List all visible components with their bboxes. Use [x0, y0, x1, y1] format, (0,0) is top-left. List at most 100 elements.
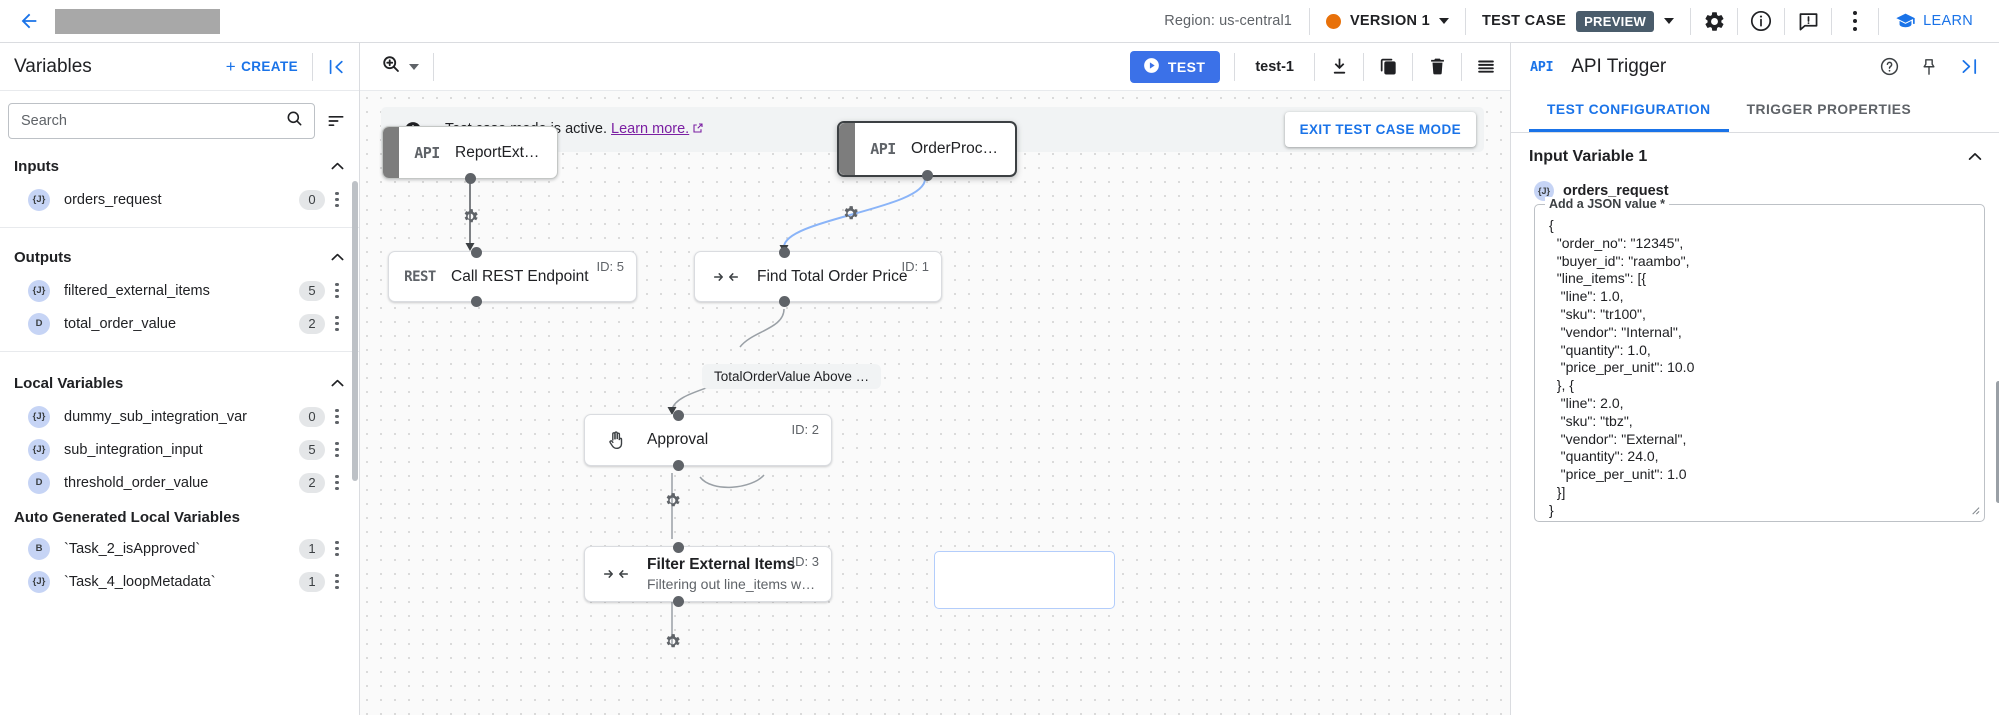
panel-body: Input Variable 1 {J} orders_request Add …	[1511, 133, 1999, 715]
zoom-control[interactable]	[374, 53, 433, 80]
panel-title: API Trigger	[1571, 55, 1667, 77]
list-item[interactable]: D threshold_order_value 2	[0, 466, 359, 499]
scrollbar-thumb[interactable]	[352, 181, 358, 481]
api-trigger-icon: API	[414, 143, 440, 162]
help-circle-icon[interactable]	[1869, 45, 1909, 89]
variable-type-icon: {J}	[28, 188, 50, 211]
test-case-selector[interactable]: TEST CASE PREVIEW	[1466, 10, 1690, 32]
node-input-port[interactable]	[673, 409, 684, 421]
variable-type-icon: D	[28, 312, 50, 335]
variable-count-badge: 0	[299, 189, 325, 210]
edge-config-gear-icon[interactable]	[662, 490, 682, 510]
section-header-inputs[interactable]: Inputs	[0, 149, 359, 183]
chevron-down-icon	[409, 63, 419, 70]
workflow-canvas[interactable]: Test case mode is active. Learn more. EX…	[360, 91, 1510, 715]
list-item[interactable]: B `Task_2_isApproved` 1	[0, 532, 359, 565]
row-overflow-menu-icon[interactable]	[325, 475, 349, 490]
input-variable-section-header[interactable]: Input Variable 1	[1529, 133, 1985, 181]
gear-icon[interactable]	[1691, 0, 1737, 43]
list-item[interactable]: {J} `Task_4_loopMetadata` 1	[0, 565, 359, 598]
list-item[interactable]: {J} filtered_external_items 5	[0, 274, 359, 307]
row-overflow-menu-icon[interactable]	[325, 574, 349, 589]
resize-grip-icon[interactable]	[1969, 504, 1980, 518]
json-value-field[interactable]: Add a JSON value * { "order_no": "12345"…	[1534, 197, 1985, 522]
download-icon[interactable]	[1315, 43, 1363, 91]
trigger-accent-bar	[839, 123, 855, 175]
info-icon[interactable]	[1738, 0, 1784, 43]
copy-icon[interactable]	[1364, 43, 1412, 91]
create-variable-button[interactable]: + CREATE	[226, 58, 312, 75]
node-find-total-order-price[interactable]: Find Total Order Price ID: 1	[694, 246, 942, 307]
learn-more-link[interactable]: Learn more.	[611, 121, 690, 137]
node-input-port[interactable]	[779, 246, 790, 258]
node-output-port[interactable]	[673, 459, 684, 471]
create-label: CREATE	[241, 59, 298, 74]
list-icon[interactable]	[1462, 43, 1510, 91]
node-order-process-api-trigger[interactable]: API OrderProcessApiTrigger	[837, 121, 1017, 181]
variables-panel: Variables + CREATE	[0, 43, 360, 715]
scrollbar-thumb[interactable]	[1996, 381, 1999, 503]
learn-button[interactable]: LEARN	[1879, 11, 1987, 32]
tab-test-configuration[interactable]: TEST CONFIGURATION	[1529, 90, 1729, 132]
node-filter-external-items[interactable]: Filter External Items Filtering out line…	[584, 541, 832, 607]
node-call-rest-endpoint[interactable]: REST Call REST Endpoint ID: 5	[388, 246, 637, 307]
node-output-port[interactable]	[921, 169, 933, 181]
test-case-name[interactable]: test-1	[1255, 58, 1294, 75]
open-in-new-icon[interactable]	[692, 122, 704, 138]
json-value-text[interactable]: { "order_no": "12345", "buyer_id": "raam…	[1549, 217, 1695, 518]
row-overflow-menu-icon[interactable]	[325, 192, 349, 207]
sort-icon[interactable]	[323, 111, 349, 131]
node-input-port[interactable]	[673, 541, 684, 553]
test-button[interactable]: TEST	[1129, 50, 1221, 83]
node-output-port[interactable]	[464, 172, 476, 184]
chevron-up-icon[interactable]	[1965, 147, 1985, 167]
divider	[433, 52, 434, 81]
node-output-port[interactable]	[779, 295, 790, 307]
section-header-local-variables[interactable]: Local Variables	[0, 366, 359, 400]
divider	[1461, 52, 1462, 81]
pending-node-card[interactable]	[934, 551, 1115, 609]
row-overflow-menu-icon[interactable]	[325, 541, 349, 556]
variables-scroll-area[interactable]: Inputs {J} orders_request 0	[0, 91, 359, 715]
row-overflow-menu-icon[interactable]	[325, 409, 349, 424]
overflow-menu-icon[interactable]	[1832, 0, 1878, 43]
search-icon	[285, 109, 304, 133]
list-item[interactable]: D total_order_value 2	[0, 307, 359, 340]
list-item[interactable]: {J} dummy_sub_integration_var 0	[0, 400, 359, 433]
list-item[interactable]: {J} sub_integration_input 5	[0, 433, 359, 466]
json-field-label: Add a JSON value *	[1545, 197, 1670, 211]
edge-condition-label[interactable]: TotalOrderValue Above …	[702, 364, 882, 389]
edge-config-gear-icon[interactable]	[840, 203, 860, 223]
collapse-right-icon[interactable]	[1949, 45, 1989, 89]
node-output-port[interactable]	[471, 295, 482, 307]
node-report-external-orders[interactable]: API ReportExternalOrders	[382, 126, 558, 184]
node-approval[interactable]: Approval ID: 2	[584, 409, 832, 471]
trash-icon[interactable]	[1413, 43, 1461, 91]
section-inputs: Inputs {J} orders_request 0	[0, 149, 359, 228]
variable-name: orders_request	[64, 191, 162, 208]
tab-trigger-properties[interactable]: TRIGGER PROPERTIES	[1746, 102, 1912, 117]
collapse-left-icon[interactable]	[313, 43, 359, 91]
section-header-outputs[interactable]: Outputs	[0, 240, 359, 274]
node-input-port[interactable]	[471, 246, 482, 258]
row-overflow-menu-icon[interactable]	[325, 316, 349, 331]
search-box[interactable]	[8, 103, 315, 139]
row-overflow-menu-icon[interactable]	[325, 283, 349, 298]
node-output-port[interactable]	[673, 595, 684, 607]
version-selector[interactable]: VERSION 1	[1310, 13, 1465, 29]
variable-count-badge: 1	[299, 571, 325, 592]
chevron-up-icon	[328, 157, 347, 176]
feedback-icon[interactable]	[1785, 0, 1831, 43]
chevron-up-icon	[328, 248, 347, 267]
edge-config-gear-icon[interactable]	[460, 206, 480, 226]
list-item[interactable]: {J} orders_request 0	[0, 183, 359, 216]
node-body: ReportExternalOrders	[455, 144, 557, 162]
node-body: OrderProcessApiTrigger	[911, 140, 1015, 158]
panel-scrollbar[interactable]	[1996, 133, 1999, 715]
pin-icon[interactable]	[1909, 45, 1949, 89]
exit-test-case-mode-button[interactable]: EXIT TEST CASE MODE	[1284, 112, 1476, 147]
row-overflow-menu-icon[interactable]	[325, 442, 349, 457]
edge-config-gear-icon[interactable]	[662, 631, 682, 651]
back-arrow-icon[interactable]	[14, 6, 44, 36]
search-input[interactable]	[21, 113, 285, 129]
